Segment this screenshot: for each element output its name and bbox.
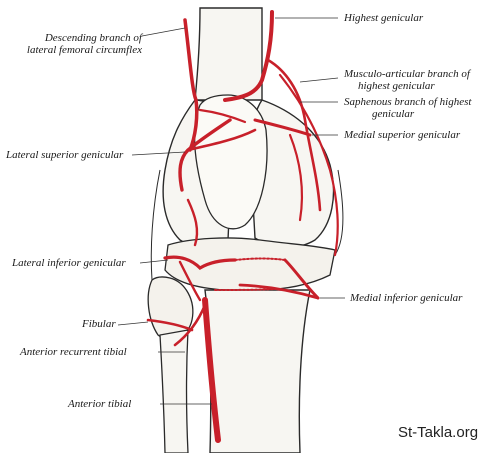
watermark: St-Takla.org (398, 424, 479, 441)
label-highest-genicular: Highest genicular (344, 12, 424, 24)
label-lateral-superior-genicular: Lateral superior genicular (6, 149, 124, 161)
label-fibular: Fibular (82, 318, 116, 330)
patella (193, 94, 268, 230)
tibia-shaft (204, 289, 311, 453)
tibial-plateau (164, 237, 336, 292)
label-descending-branch: Descending branch of lateral femoral cir… (26, 32, 142, 56)
label-anterior-tibial: Anterior tibial (68, 398, 132, 410)
leader-lines (117, 17, 345, 405)
label-saphenous-branch: Saphenous branch of highest genicular (344, 96, 472, 120)
label-lateral-inferior-genicular: Lateral inferior genicular (12, 257, 126, 269)
label-medial-superior-genicular: Medial superior genicular (344, 129, 461, 141)
label-medial-inferior-genicular: Medial inferior genicular (350, 292, 463, 304)
fibula-shaft (159, 329, 189, 453)
arteries (146, 10, 339, 443)
label-anterior-recurrent-tibial: Anterior recurrent tibial (20, 346, 127, 358)
label-musculo-articular: Musculo-articular branch of highest geni… (344, 68, 470, 92)
femur-shaft (194, 7, 263, 101)
